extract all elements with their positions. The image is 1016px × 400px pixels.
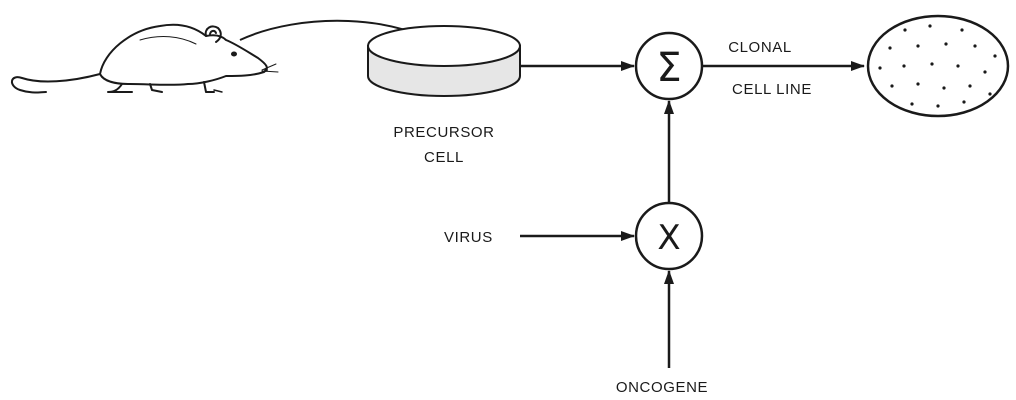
rat-icon	[11, 23, 279, 94]
cell-culture-oval-icon	[866, 14, 1010, 118]
sigma-symbol: Σ	[656, 45, 681, 91]
clonal-label-line1: CLONAL	[728, 39, 792, 56]
precursor-label-line2: CELL	[424, 149, 464, 166]
oncogene-label: ONCOGENE	[616, 379, 708, 396]
multiply-symbol: X	[657, 218, 680, 258]
multiplication-node: X	[634, 201, 704, 271]
petri-dish-icon	[367, 25, 521, 97]
clonal-label-line2: CELL LINE	[732, 81, 812, 98]
virus-label: VIRUS	[444, 229, 493, 246]
precursor-label-line1: PRECURSOR	[393, 124, 494, 141]
summation-node: Σ	[634, 31, 704, 101]
